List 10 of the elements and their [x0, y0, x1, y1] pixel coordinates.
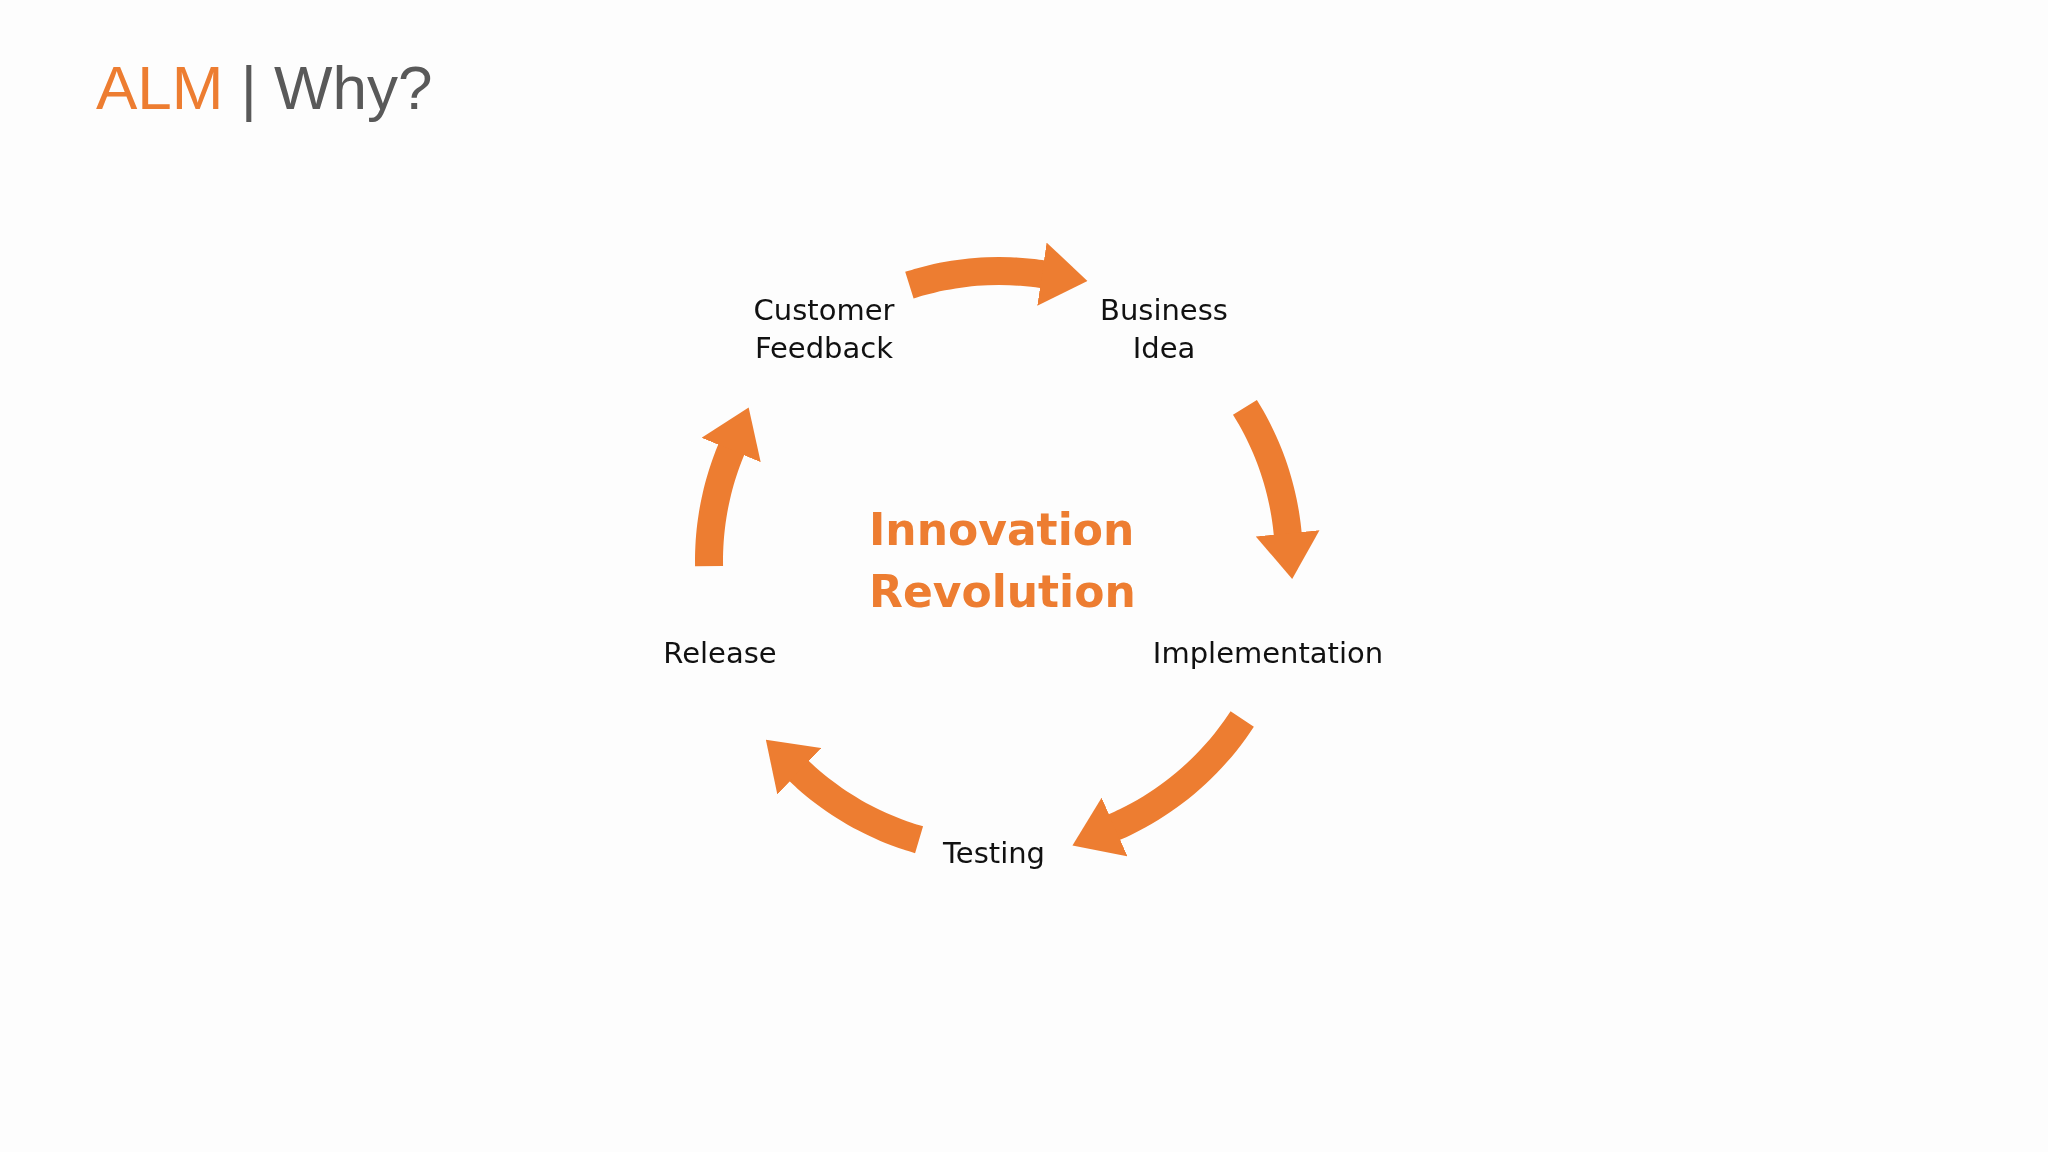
- step-label: Implementation: [1138, 614, 1398, 692]
- step-label: Testing: [929, 814, 1059, 892]
- step-label: Business Idea: [1065, 271, 1263, 387]
- curved-arrow: [1232, 400, 1320, 580]
- slide-title: ALM | Why?: [96, 52, 433, 123]
- curved-arrow: [905, 242, 1088, 306]
- curved-arrow: [1072, 711, 1254, 857]
- step-label: Customer Feedback: [725, 271, 923, 387]
- step-label: Release: [649, 614, 791, 692]
- curved-arrow: [765, 739, 924, 854]
